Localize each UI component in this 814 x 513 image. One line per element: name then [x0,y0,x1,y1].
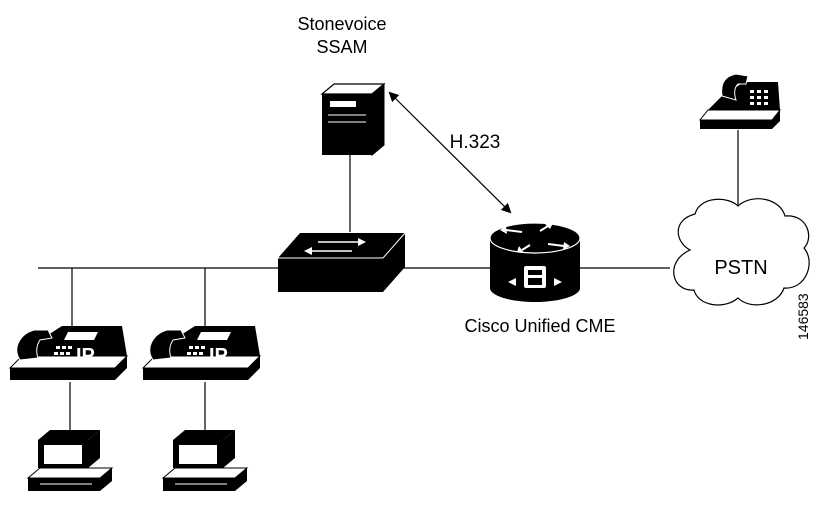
figure-id: 146583 [795,293,811,340]
router-label: Cisco Unified CME [464,316,615,336]
connections [38,91,739,432]
ip-phone-icon: IP [8,326,129,380]
server-icon [320,82,386,157]
h323-arrow [388,91,512,214]
server-label-line2: SSAM [316,37,367,57]
ip-badge: IP [76,345,95,367]
server-label-line1: Stonevoice [297,14,386,34]
pstn-cloud-icon [673,198,810,306]
switch-icon [278,232,406,292]
telephone-icon [698,73,782,129]
computer-icon [26,430,114,491]
ip-phone-icon: IP [141,326,262,380]
protocol-label: H.323 [450,132,501,153]
ip-badge: IP [209,345,228,367]
computer-icon [161,430,249,491]
router-icon [489,222,581,302]
pstn-label: PSTN [714,257,767,279]
